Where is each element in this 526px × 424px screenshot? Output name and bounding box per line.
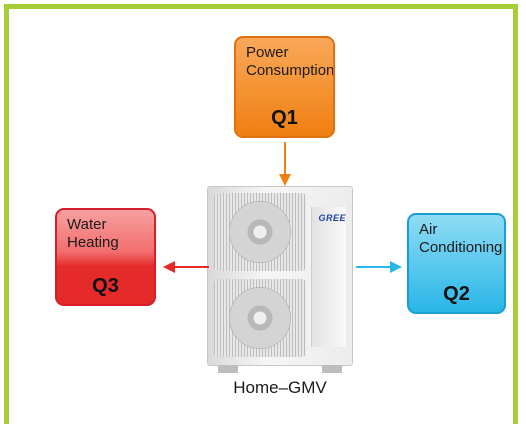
power-consumption-label: Power Consumption [246, 44, 335, 80]
label-line: Power [246, 44, 289, 61]
gree-logo: GREE [318, 213, 346, 223]
arrows-layer [163, 142, 402, 273]
label-line: Water [67, 216, 107, 233]
diagram-frame [4, 4, 518, 424]
label-line: Consumption [246, 62, 335, 79]
q3-code: Q3 [92, 275, 119, 297]
air-conditioning-label: Air Conditioning [419, 221, 502, 257]
air-conditioning-box: Air Conditioning Q2 [407, 213, 506, 314]
q2-code: Q2 [443, 283, 470, 305]
fan-icon [229, 287, 291, 349]
upper-grille [214, 193, 306, 271]
unit-caption: Home–GMV [233, 378, 327, 397]
unit-foot [322, 365, 342, 373]
water-heating-label: Water Heating [67, 216, 119, 252]
outdoor-unit-image: GREE [207, 186, 353, 373]
water-heating-box: Water Heating Q3 [55, 208, 156, 306]
side-panel [311, 207, 346, 347]
arrow-left-icon [163, 261, 209, 273]
q1-code: Q1 [271, 107, 298, 129]
power-consumption-box: Power Consumption Q1 [234, 36, 335, 138]
label-line: Air [419, 221, 438, 238]
arrow-down-icon [279, 142, 291, 186]
fan-icon [229, 201, 291, 263]
unit-foot [218, 365, 238, 373]
label-line: Heating [67, 234, 119, 251]
lower-grille [214, 279, 306, 357]
arrow-right-icon [356, 261, 402, 273]
label-line: Conditioning [419, 239, 503, 256]
